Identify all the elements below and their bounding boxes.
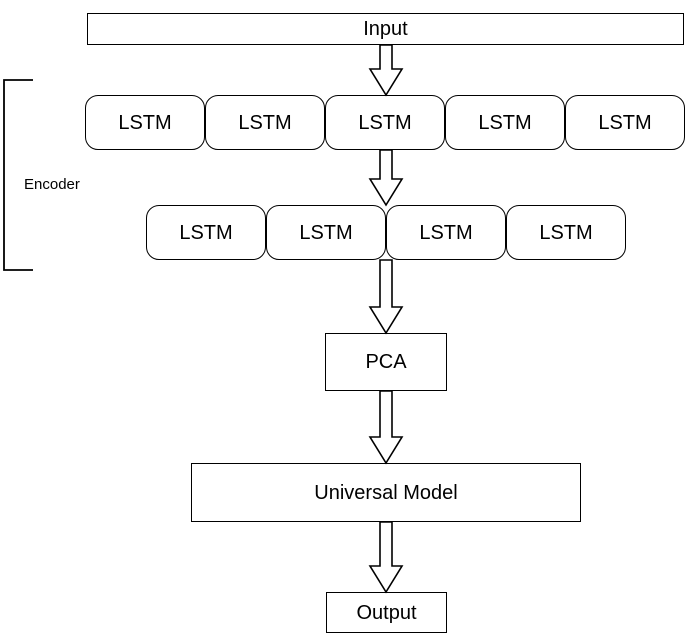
node-input-label: Input — [363, 18, 408, 40]
arrow-pca-to-universal — [368, 390, 404, 465]
lstm-cell-label: LSTM — [179, 221, 233, 244]
lstm-cell-label: LSTM — [539, 221, 593, 244]
lstm-cell-label: LSTM — [238, 111, 292, 134]
lstm-cell[interactable]: LSTM — [506, 205, 626, 260]
lstm-cell[interactable]: LSTM — [205, 95, 325, 150]
lstm-cell-label: LSTM — [358, 111, 412, 134]
lstm-cell[interactable]: LSTM — [85, 95, 205, 150]
node-input[interactable]: Input — [87, 13, 684, 45]
arrow-input-to-lstm1 — [368, 44, 404, 97]
lstm-cell[interactable]: LSTM — [266, 205, 386, 260]
lstm-cell[interactable]: LSTM — [146, 205, 266, 260]
node-universal-model-label: Universal Model — [314, 481, 458, 504]
lstm-cell-label: LSTM — [118, 111, 172, 134]
lstm-cell-label: LSTM — [299, 221, 353, 244]
arrow-universal-to-output — [368, 521, 404, 594]
node-output[interactable]: Output — [326, 592, 447, 633]
node-pca-label: PCA — [365, 351, 407, 373]
node-pca[interactable]: PCA — [325, 333, 447, 391]
encoder-label: Encoder — [24, 176, 80, 193]
lstm-cell-label: LSTM — [478, 111, 532, 134]
lstm-cell[interactable]: LSTM — [325, 95, 445, 150]
encoder-bracket — [3, 79, 33, 271]
lstm-cell[interactable]: LSTM — [445, 95, 565, 150]
arrow-lstm2-to-pca — [368, 259, 404, 335]
node-output-label: Output — [356, 601, 417, 624]
arrow-lstm1-to-lstm2 — [368, 149, 404, 207]
node-universal-model[interactable]: Universal Model — [191, 463, 581, 522]
lstm-cell-label: LSTM — [419, 221, 473, 244]
lstm-cell-label: LSTM — [598, 111, 652, 134]
lstm-cell[interactable]: LSTM — [565, 95, 685, 150]
lstm-cell[interactable]: LSTM — [386, 205, 506, 260]
